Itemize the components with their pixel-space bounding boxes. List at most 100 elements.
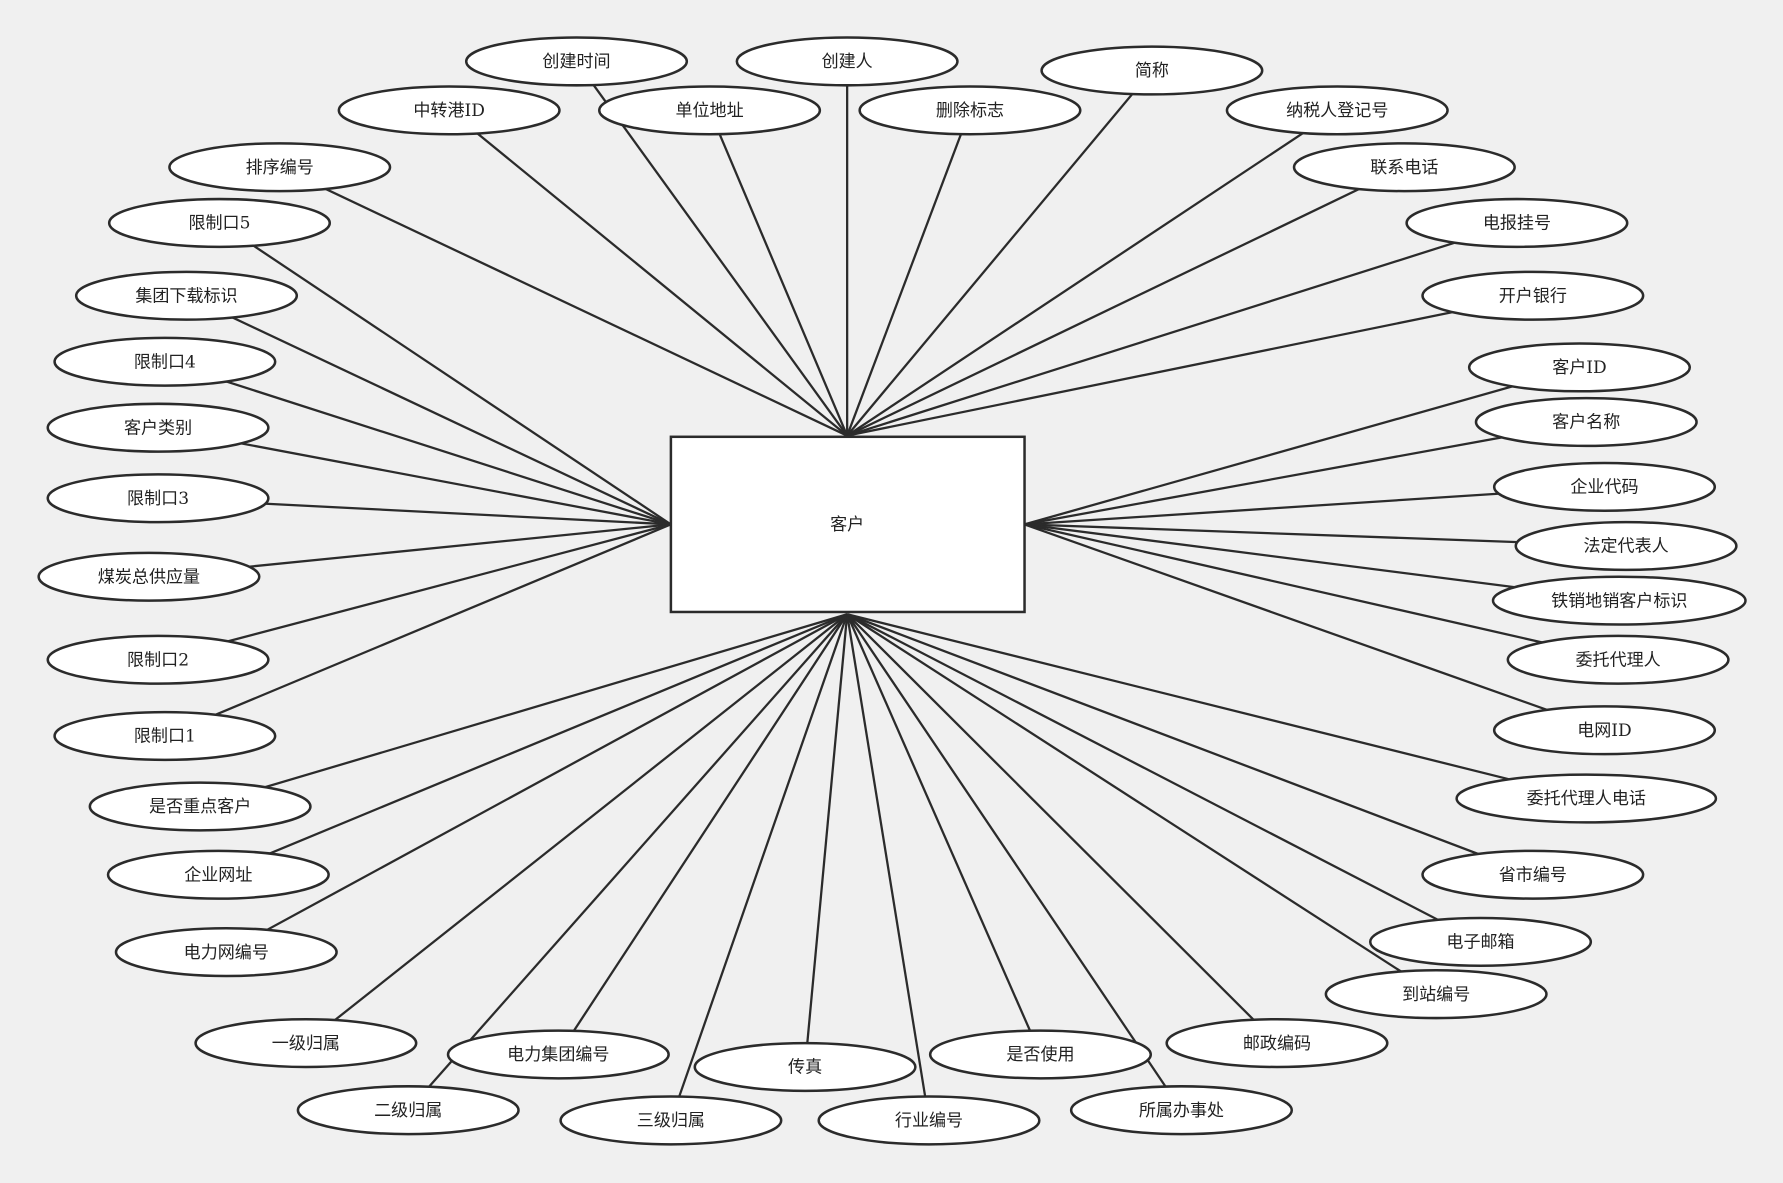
attribute-label: 电力集团编号 [507, 1045, 609, 1065]
attribute-node[interactable]: 电力集团编号 [446, 1029, 670, 1080]
attribute-label: 单位地址 [675, 101, 743, 121]
attribute-ellipse [1069, 1085, 1294, 1136]
attribute-node[interactable]: 集团下载标识 [74, 270, 299, 321]
attribute-label: 排序编号 [246, 158, 314, 178]
attribute-node[interactable]: 铁销地销客户标识 [1491, 575, 1747, 626]
attribute-ellipse [46, 473, 270, 524]
connector-line [305, 613, 848, 1044]
attribute-node[interactable]: 限制口2 [46, 634, 270, 685]
attribute-node[interactable]: 联系电话 [1292, 142, 1516, 193]
attribute-node[interactable]: 删除标志 [858, 85, 1082, 136]
attribute-node[interactable]: 创建人 [735, 36, 959, 87]
attribute-node[interactable]: 二级归属 [296, 1085, 520, 1136]
attribute-node[interactable]: 中转港ID [337, 85, 561, 136]
attribute-node[interactable]: 传真 [693, 1041, 917, 1093]
connector-line [1024, 523, 1605, 732]
attribute-node[interactable]: 限制口4 [53, 336, 277, 387]
attribute-node[interactable]: 省市编号 [1421, 849, 1645, 900]
connector-line [157, 523, 672, 661]
connector-line [217, 613, 848, 876]
attribute-node[interactable]: 限制口1 [53, 710, 277, 762]
attribute-ellipse [296, 1085, 520, 1136]
connector-line [199, 613, 848, 808]
connector-line [846, 613, 1534, 876]
attribute-ellipse [735, 36, 959, 87]
attribute-label: 集团下载标识 [135, 286, 237, 306]
attribute-label: 企业网址 [184, 865, 252, 885]
attribute-node[interactable]: 客户名称 [1474, 396, 1698, 448]
attribute-ellipse [88, 781, 312, 832]
attribute-node[interactable]: 电子邮箱 [1368, 916, 1593, 967]
attribute-ellipse [1368, 916, 1593, 967]
attribute-ellipse [1492, 705, 1717, 756]
connector-line [846, 613, 1587, 800]
attribute-node[interactable]: 委托代理人 [1506, 634, 1730, 685]
connector-line [225, 613, 848, 954]
attribute-ellipse [464, 36, 689, 87]
attribute-node[interactable]: 煤炭总供应量 [37, 551, 261, 602]
attribute-ellipse [1491, 575, 1747, 626]
attribute-node[interactable]: 到站编号 [1324, 969, 1548, 1020]
attribute-label: 行业编号 [895, 1111, 963, 1131]
attribute-node[interactable]: 企业代码 [1492, 461, 1717, 512]
attribute-node[interactable]: 简称 [1040, 45, 1264, 96]
attribute-label: 电报挂号 [1483, 214, 1551, 234]
attribute-ellipse [74, 270, 299, 321]
attribute-node[interactable]: 三级归属 [559, 1095, 783, 1146]
attribute-ellipse [1492, 461, 1717, 512]
attribute-label: 限制口2 [127, 650, 189, 670]
attribute-ellipse [53, 336, 277, 387]
attribute-ellipse [1292, 142, 1516, 193]
attribute-label: 电力网编号 [184, 943, 269, 963]
attribute-node[interactable]: 所属办事处 [1069, 1085, 1294, 1136]
attribute-node[interactable]: 法定代表人 [1514, 520, 1738, 572]
entity-customer[interactable]: 客户 [669, 435, 1026, 614]
attribute-node[interactable]: 行业编号 [817, 1095, 1041, 1146]
attribute-node[interactable]: 客户类别 [46, 402, 270, 453]
attribute-ellipse [1514, 520, 1738, 572]
attribute-node[interactable]: 排序编号 [168, 142, 392, 193]
attribute-label: 委托代理人电话 [1527, 789, 1646, 809]
attribute-node[interactable]: 企业网址 [106, 849, 330, 900]
connector-line [846, 613, 1183, 1111]
attribute-label: 中转港ID [413, 101, 485, 121]
attribute-ellipse [194, 1017, 418, 1069]
attribute-node[interactable]: 纳税人登记号 [1225, 85, 1449, 136]
attribute-label: 一级归属 [272, 1034, 340, 1054]
attribute-node[interactable]: 客户ID [1467, 342, 1692, 393]
attribute-node[interactable]: 限制口3 [46, 473, 270, 524]
attribute-node[interactable]: 电网ID [1492, 705, 1717, 756]
attribute-label: 客户类别 [124, 418, 192, 438]
attribute-node[interactable]: 创建时间 [464, 36, 689, 87]
connector-line [846, 166, 1405, 437]
attribute-node[interactable]: 电报挂号 [1405, 197, 1629, 249]
attribute-ellipse [1421, 270, 1645, 321]
attribute-node[interactable]: 开户银行 [1421, 270, 1645, 321]
connector-line [846, 294, 1534, 437]
attribute-label: 创建人 [822, 52, 873, 72]
attribute-node[interactable]: 单位地址 [598, 85, 822, 136]
attribute-ellipse [168, 142, 392, 193]
attribute-ellipse [114, 926, 338, 978]
attribute-node[interactable]: 电力网编号 [114, 926, 338, 978]
attribute-ellipse [46, 634, 270, 685]
attribute-node[interactable]: 一级归属 [194, 1017, 418, 1069]
attribute-node[interactable]: 邮政编码 [1165, 1017, 1389, 1069]
attribute-node[interactable]: 限制口5 [107, 197, 332, 249]
attribute-ellipse [1324, 969, 1548, 1020]
attribute-ellipse [598, 85, 822, 136]
attribute-ellipse [1040, 45, 1264, 96]
attribute-label: 开户银行 [1499, 286, 1567, 306]
attribute-ellipse [46, 402, 270, 453]
connector-line [186, 294, 672, 526]
attribute-node[interactable]: 是否使用 [928, 1029, 1153, 1080]
attribute-node[interactable]: 委托代理人电话 [1455, 773, 1718, 824]
connector-line [846, 613, 1437, 996]
attribute-label: 煤炭总供应量 [98, 567, 200, 587]
connector-line [669, 613, 849, 1121]
connector-line [279, 166, 848, 437]
attribute-label: 客户ID [1552, 358, 1606, 378]
connector-line [846, 221, 1518, 437]
attribute-node[interactable]: 是否重点客户 [88, 781, 312, 832]
